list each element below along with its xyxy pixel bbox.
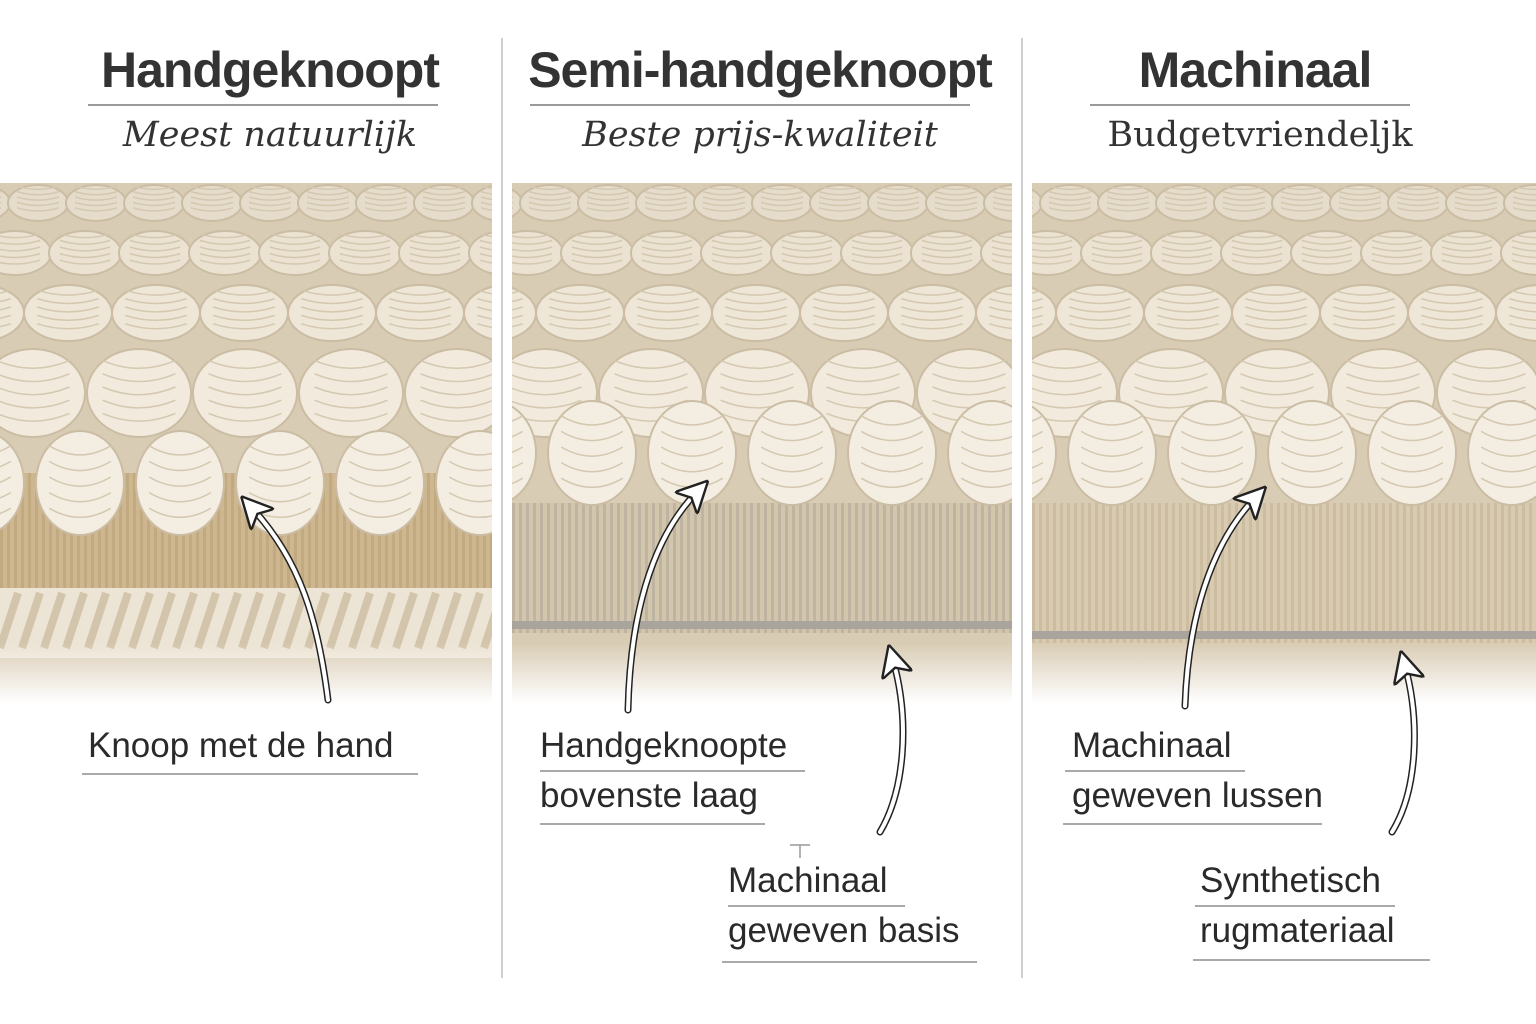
label-underline [540, 770, 805, 772]
label-underline [728, 905, 905, 907]
column-subtitle: Beste prijs-kwaliteit [582, 115, 938, 155]
label-underline [540, 823, 765, 825]
column-title-machinaal: Machinaal [1138, 42, 1373, 98]
column-title-handgeknoopt: Handgeknoopt [101, 42, 440, 98]
label-underline [82, 773, 418, 775]
label-underline [1195, 905, 1395, 907]
label-knoop-met-de-hand: Knoop met de hand [88, 726, 394, 765]
column-divider [1021, 38, 1023, 978]
label-underline [1063, 823, 1322, 825]
label-underline [1065, 770, 1245, 772]
label-geweven-basis: geweven basis [728, 911, 960, 950]
rug-photo-machinaal [1032, 183, 1536, 703]
rug-texture [512, 183, 1012, 703]
label-geweven-lussen: geweven lussen [1072, 776, 1323, 815]
label-machinaal: Machinaal [1072, 726, 1232, 765]
label-bovenste-laag: bovenste laag [540, 776, 758, 815]
column-subtitle: Budgetvriendeljk [1107, 115, 1413, 155]
label-handgeknoopte: Handgeknoopte [540, 726, 788, 765]
rug-photo-semi-handgeknoopt [512, 183, 1012, 703]
label-rugmateriaal: rugmateriaal [1200, 911, 1395, 950]
title-underline [1090, 104, 1410, 106]
title-underline [88, 104, 438, 106]
column-title-semi-handgeknoopt: Semi-handgeknoopt [528, 42, 993, 98]
title-underline [530, 104, 970, 106]
label-underline [1193, 959, 1430, 961]
rug-texture [1032, 183, 1536, 703]
label-underline [722, 961, 977, 963]
column-divider [501, 38, 503, 978]
label-machinaal: Machinaal [728, 861, 888, 900]
rug-photo-handgeknoopt [0, 183, 492, 703]
tick-mark [790, 844, 810, 858]
rug-texture [0, 183, 492, 703]
column-subtitle: Meest natuurlijk [122, 115, 418, 155]
label-synthetisch: Synthetisch [1200, 861, 1381, 900]
